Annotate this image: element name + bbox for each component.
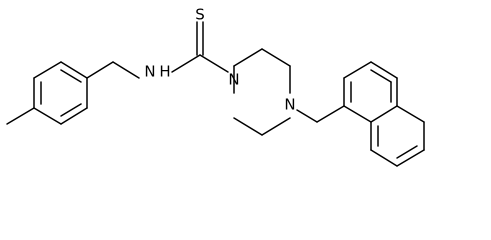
ring-bond [261,117,291,136]
c-n-bond [199,54,229,73]
nh-nitrogen-label: N [144,63,155,81]
ring-bond [60,61,88,79]
methyl-bond [6,107,35,125]
ring-double-bond [60,103,82,117]
benzylic-nitrogen-label: N [284,96,295,114]
nh-hydrogen-label: H [159,63,170,81]
ring-bond [261,48,291,67]
ring-bond [343,61,372,79]
ch2-naphthyl-bond [316,105,345,123]
ch2-nh-bond [112,61,140,79]
ring-bond [233,48,263,67]
ring-bond [343,105,372,123]
ring-bond [60,107,88,125]
nh-c-bond [171,54,201,73]
ring-bond [33,61,62,79]
naphthalene-ring [343,61,425,167]
sulfur-atom-label: S [195,6,205,24]
benzyl-bond [86,61,114,79]
ring-double-bond [370,69,392,83]
n-ch2-bond [296,109,318,123]
ring-bond [370,149,398,167]
ring-bond [370,61,398,79]
ring-bond [396,149,425,167]
thioamide-nitrogen-label: N [228,71,239,89]
ring-bond [396,105,425,123]
tolyl-ring [6,61,88,125]
ring-double-bond [60,69,82,83]
ring-bond [33,107,62,125]
piperazine-ring [233,48,291,136]
ring-bond [370,105,398,123]
ring-double-bond [396,145,418,159]
ring-bond [233,117,263,136]
molecule-structure-diagram: S N H N N [6,6,425,167]
